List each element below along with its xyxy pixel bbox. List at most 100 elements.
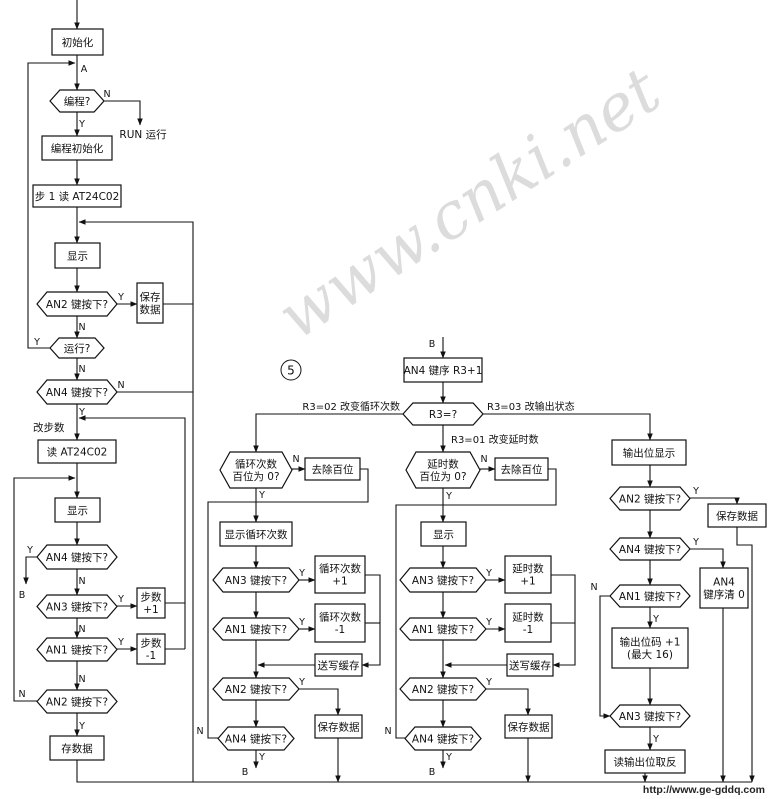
decision-shape — [219, 451, 293, 489]
yes-label: Y — [485, 617, 492, 628]
branch-label-r3-02: R3=02 改变循环次数 — [302, 400, 400, 413]
process-box-shape — [699, 567, 749, 609]
decision-shape — [212, 617, 300, 641]
decision-shape — [402, 402, 484, 426]
display-box: 显示 — [420, 521, 467, 547]
node-label: 步 1 读 AT24C02 — [35, 190, 120, 203]
decision-shape — [36, 689, 118, 714]
process-box-shape — [403, 357, 483, 383]
no-label: N — [78, 674, 85, 685]
an4-pressed-decision: AN4 键按下? — [404, 726, 482, 751]
delay-plus-box: 延时数+1 — [504, 555, 552, 594]
flow-arrow — [23, 556, 37, 585]
yes-label: Y — [692, 486, 699, 497]
save-data-box: 保存数据 — [314, 714, 363, 739]
display-box: 显示 — [54, 242, 101, 269]
change-steps-label: 改步数 — [33, 421, 65, 434]
node-label: 循环次数 — [319, 562, 361, 575]
figure-number-circle — [280, 359, 302, 381]
process-box-shape — [314, 653, 363, 677]
yes-label: Y — [652, 734, 659, 745]
node-label: AN3 键按下? — [412, 574, 474, 587]
no-label: N — [590, 582, 597, 593]
save-data-box: 保存数据 — [504, 714, 553, 739]
source-url: http://www.ge-gddq.com — [643, 784, 765, 796]
flow-arrow — [78, 415, 186, 649]
node-label: 改步数 — [33, 421, 65, 434]
yes-label: Y — [78, 407, 85, 418]
flow-arrow — [599, 595, 611, 719]
node-label: 显示 — [67, 250, 88, 262]
decision-shape — [609, 704, 691, 728]
send-write-cache-box: 送写缓存 — [506, 653, 554, 677]
process-box-shape — [136, 282, 164, 324]
node-label: AN2 键按下? — [225, 683, 287, 696]
node-label: 延时数 — [427, 458, 459, 471]
node-label: 读输出位取反 — [614, 755, 677, 768]
connector-line — [395, 504, 443, 739]
an2-pressed-decision: AN2 键按下? — [609, 486, 691, 511]
r3-decision: R3=? — [402, 402, 484, 426]
process-box-shape — [41, 135, 113, 161]
yes-label: Y — [33, 337, 40, 348]
figure-number-badge: 5 — [280, 359, 302, 381]
decision-shape — [36, 544, 118, 570]
process-box-shape — [37, 439, 117, 464]
node-label: AN4 键按下? — [225, 732, 287, 745]
flow-arrow — [104, 100, 143, 126]
node-label: 百位为 0? — [232, 470, 279, 483]
process-box-shape — [136, 587, 166, 619]
flow-arrow — [551, 574, 576, 668]
flow-arrow — [690, 548, 726, 569]
node-label: AN2 键按下? — [412, 683, 474, 696]
node-label: 百位为 0? — [419, 470, 466, 483]
yes-label: Y — [445, 491, 452, 502]
output-bit-display-box: 输出位显示 — [611, 439, 687, 466]
flow-arrow — [486, 688, 531, 716]
yes-label: Y — [445, 752, 452, 763]
node-label: R3=? — [429, 409, 457, 421]
process-box-shape — [611, 627, 689, 669]
process-box-shape — [304, 457, 361, 481]
process-box-shape — [49, 735, 105, 761]
connector-layer — [13, 0, 755, 783]
process-box-shape — [32, 184, 122, 208]
node-label: AN1 键按下? — [225, 623, 287, 636]
entry-a-label: A — [81, 64, 88, 75]
no-label: N — [78, 624, 85, 635]
an1-pressed-decision: AN1 键按下? — [399, 617, 487, 641]
yes-label: Y — [298, 617, 305, 628]
yes-label: Y — [117, 594, 124, 605]
decision-shape — [405, 451, 481, 489]
decision-shape — [399, 617, 487, 641]
node-label: AN4 键序 R3+1 — [404, 364, 483, 377]
decision-shape — [49, 337, 105, 359]
an3-pressed-decision: AN3 键按下? — [36, 594, 118, 619]
remove-hundreds-box: 去除百位 — [494, 457, 549, 481]
decision-shape — [49, 89, 105, 113]
decision-shape — [36, 291, 118, 317]
node-label: AN3 键按下? — [225, 574, 287, 587]
no-label: N — [292, 454, 299, 465]
yes-label: Y — [258, 752, 265, 763]
read-output-bit-invert-box: 读输出位取反 — [604, 749, 686, 774]
an2-pressed-decision: AN2 键按下? — [212, 677, 300, 701]
node-label: 循环次数 — [319, 611, 361, 624]
process-box-shape — [494, 457, 549, 481]
node-label: AN4 键按下? — [46, 386, 108, 399]
display-box: 显示 — [54, 497, 101, 523]
process-box-shape — [314, 555, 366, 594]
process-box-shape — [604, 749, 686, 774]
node-label: 运行? — [64, 342, 91, 355]
yes-label: Y — [26, 545, 33, 556]
node-label: AN1 键按下? — [412, 623, 474, 636]
process-box-shape — [136, 633, 166, 665]
node-label: 存数据 — [61, 742, 93, 755]
an3-pressed-decision: AN3 键按下? — [609, 704, 691, 728]
save-data-box: 保存数据 — [707, 503, 767, 528]
watermark: www.cnki.net — [265, 54, 673, 355]
